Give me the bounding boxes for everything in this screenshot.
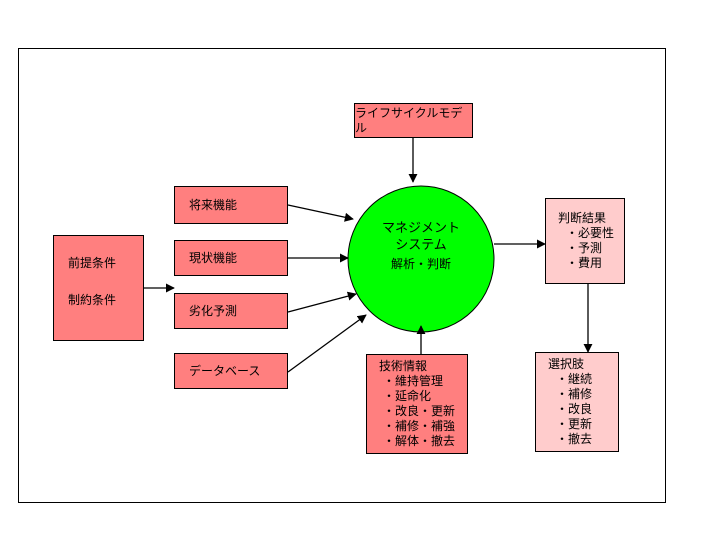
arrow-database-to-system	[287, 314, 367, 373]
options-item: ・改良	[556, 402, 593, 416]
lifecycle-model-box: ライフサイクルモデル	[354, 103, 473, 138]
technical-info-box: 技術情報 ・維持管理 ・延命化 ・改良・更新 ・補修・補強 ・解体・撤去	[366, 354, 468, 454]
database-box: データベース	[174, 353, 288, 389]
options-title: 選択肢	[548, 357, 585, 371]
database-label: データベース	[189, 363, 261, 378]
management-system-label: マネジメント システム 解析・判断	[348, 220, 494, 273]
current-function-label: 現状機能	[189, 250, 238, 265]
analysis-judgment-label: 解析・判断	[390, 257, 451, 271]
technical-info-title: 技術情報	[379, 359, 428, 373]
options-box: 選択肢 ・継続 ・補修 ・改良 ・更新 ・撤去	[535, 352, 619, 452]
future-function-box: 将来機能	[174, 186, 288, 224]
arrow-deterioration-to-system	[287, 291, 357, 313]
options-item: ・継続	[556, 372, 593, 386]
current-function-box: 現状機能	[174, 240, 288, 276]
technical-info-item: ・維持管理	[383, 374, 444, 388]
premise-label: 前提条件	[68, 256, 117, 270]
judgment-result-item: ・予測	[566, 241, 603, 255]
future-function-label: 将来機能	[189, 197, 238, 212]
arrow-future-to-system	[287, 204, 354, 222]
judgment-result-item: ・必要性	[566, 226, 615, 240]
judgment-result-title: 判断結果	[558, 211, 607, 225]
options-item: ・撤去	[556, 432, 593, 446]
options-item: ・補修	[556, 387, 593, 401]
deterioration-forecast-label: 劣化予測	[189, 303, 238, 318]
technical-info-item: ・補修・補強	[383, 419, 456, 433]
constraint-label: 制約条件	[68, 293, 117, 307]
technical-info-item: ・改良・更新	[383, 404, 456, 418]
judgment-result-item: ・費用	[566, 256, 603, 270]
diagram-frame	[18, 48, 666, 503]
premise-box: 前提条件 制約条件	[53, 235, 144, 341]
management-system-line2: システム	[395, 238, 447, 253]
judgment-result-box: 判断結果 ・必要性 ・予測 ・費用	[545, 198, 625, 284]
lifecycle-model-label: ライフサイクルモデル	[355, 105, 463, 135]
management-system-line1: マネジメント	[381, 221, 460, 236]
technical-info-item: ・延命化	[383, 389, 432, 403]
technical-info-item: ・解体・撤去	[383, 434, 456, 448]
options-item: ・更新	[556, 417, 593, 431]
deterioration-forecast-box: 劣化予測	[174, 293, 288, 329]
